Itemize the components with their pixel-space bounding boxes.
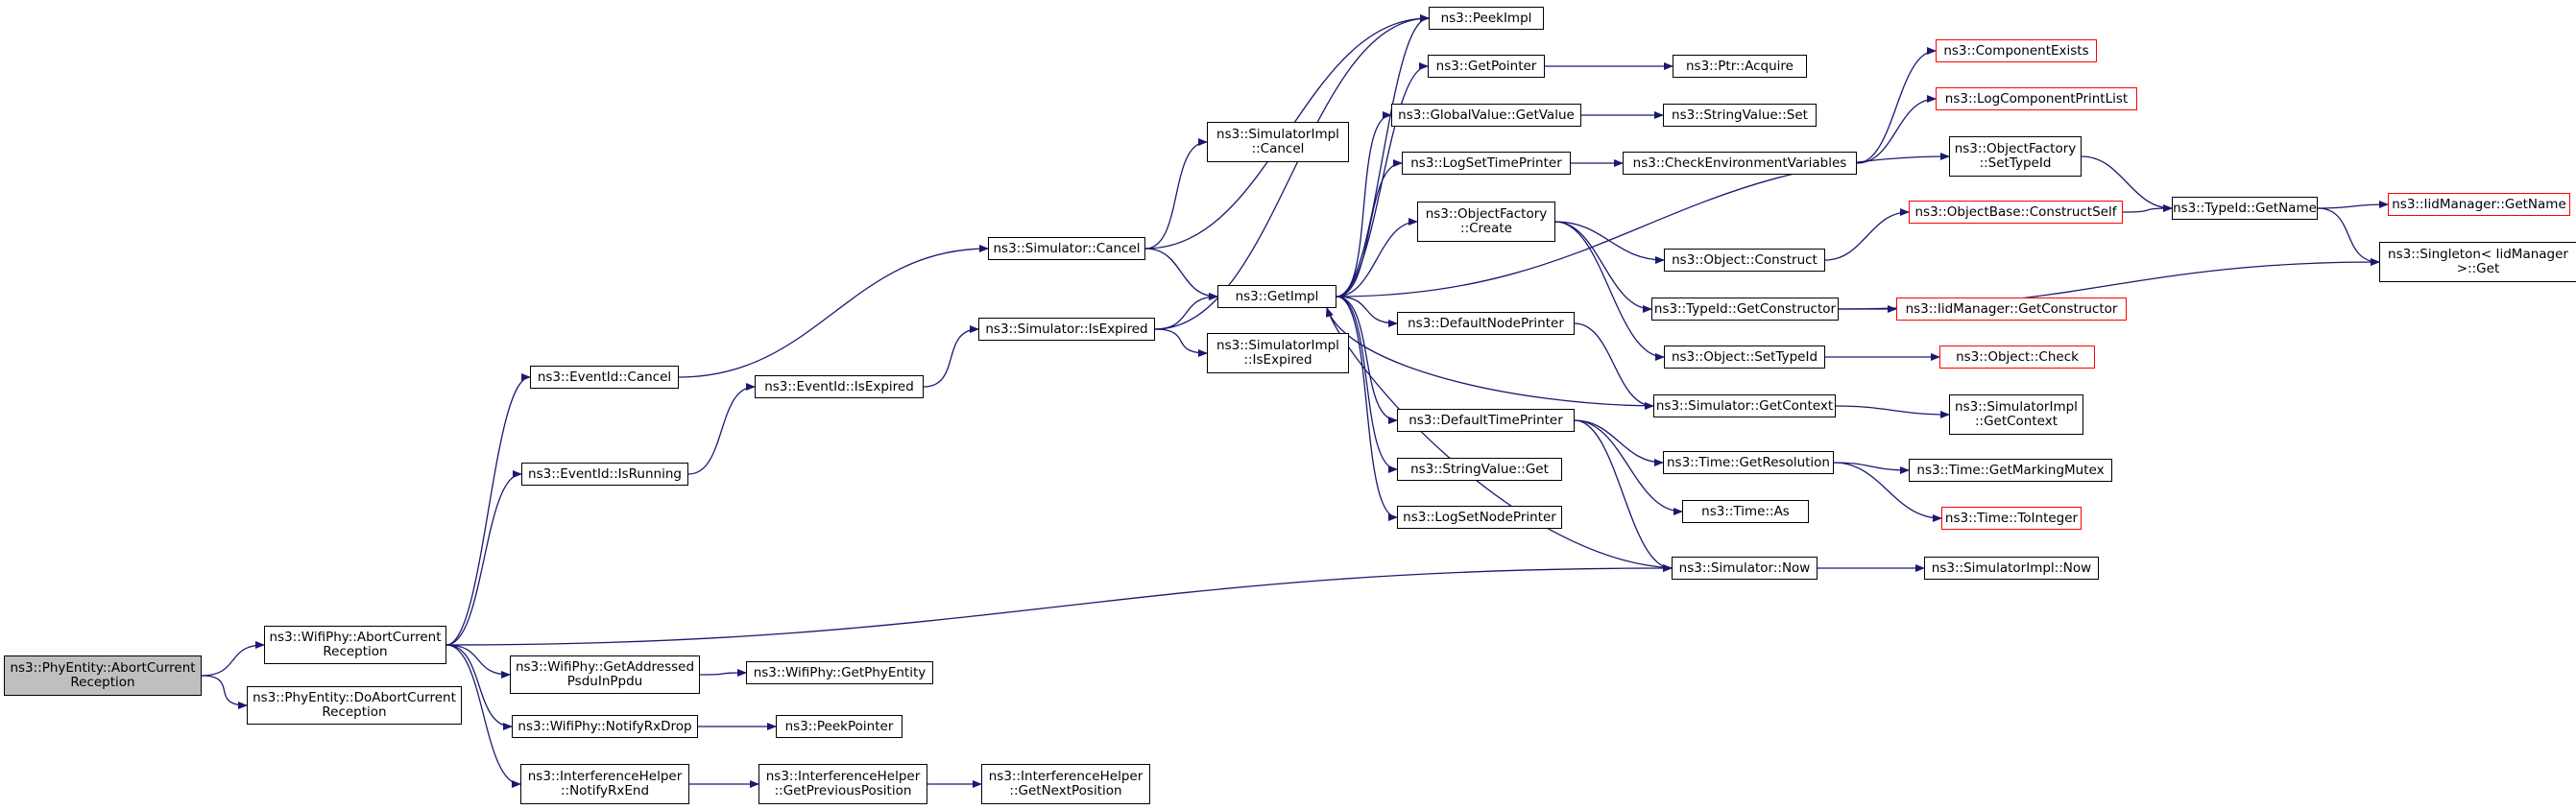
node-get-impl[interactable]: ns3::GetImpl: [1217, 285, 1336, 308]
node-obj-construct[interactable]: ns3::Object::Construct: [1664, 249, 1825, 272]
node-phy-doabort[interactable]: ns3::PhyEntity::DoAbortCurrent Reception: [247, 686, 462, 725]
edge-get-impl-to-log-time: [1336, 159, 1403, 298]
edge-sim-cancel-to-get-impl: [1144, 248, 1218, 300]
edge-sim-cancel-to-simimpl-cancel: [1144, 138, 1208, 250]
node-sim-now[interactable]: ns3::Simulator::Now: [1672, 557, 1818, 580]
node-evt-running[interactable]: ns3::EventId::IsRunning: [521, 463, 688, 486]
edge-get-addressed-to-get-phyentity: [699, 669, 747, 678]
edge-root-to-wifi-abort: [201, 641, 265, 677]
node-sim-getcontext[interactable]: ns3::Simulator::GetContext: [1653, 394, 1836, 417]
node-check-env[interactable]: ns3::CheckEnvironmentVariables: [1623, 152, 1857, 175]
edge-check-env-to-comp-exists: [1856, 47, 1937, 164]
edge-evt-cancel-to-sim-cancel: [678, 245, 989, 378]
node-peek-pointer[interactable]: ns3::PeekPointer: [776, 715, 903, 738]
edge-time-getres-to-time-mutex: [1833, 462, 1910, 474]
node-ob-construct-self[interactable]: ns3::ObjectBase::ConstructSelf: [1909, 201, 2123, 224]
node-get-phyentity[interactable]: ns3::WifiPhy::GetPhyEntity: [746, 661, 933, 684]
edge-default-node-to-sim-getcontext: [1574, 322, 1654, 410]
node-iid-getname[interactable]: ns3::IidManager::GetName: [2388, 193, 2570, 216]
edge-default-time-to-sim-now: [1574, 419, 1673, 572]
edge-check-env-to-log-print: [1856, 95, 1937, 164]
node-ih-prev[interactable]: ns3::InterferenceHelper ::GetPreviousPos…: [758, 764, 927, 804]
node-ih-next[interactable]: ns3::InterferenceHelper ::GetNextPositio…: [981, 764, 1150, 804]
edge-wifi-abort-to-evt-cancel: [445, 373, 531, 646]
edge-get-impl-to-default-time: [1336, 296, 1398, 424]
node-iid-getctor[interactable]: ns3::IidManager::GetConstructor: [1896, 298, 2127, 321]
node-log-node[interactable]: ns3::LogSetNodePrinter: [1397, 506, 1562, 529]
node-peek-impl[interactable]: ns3::PeekImpl: [1429, 7, 1544, 30]
edge-get-impl-to-objfactory-create: [1336, 218, 1418, 298]
edge-get-impl-to-log-node: [1336, 296, 1398, 521]
node-default-time[interactable]: ns3::DefaultTimePrinter: [1397, 409, 1575, 432]
edge-sim-expired-to-simimpl-expired: [1154, 328, 1208, 357]
edge-evt-running-to-evt-expired: [687, 383, 756, 475]
edge-objfactory-create-to-obj-construct: [1554, 221, 1665, 264]
node-log-print[interactable]: ns3::LogComponentPrintList: [1936, 87, 2137, 110]
node-obj-check[interactable]: ns3::Object::Check: [1939, 345, 2095, 369]
node-time-getres[interactable]: ns3::Time::GetResolution: [1663, 451, 1834, 474]
node-of-settypeid[interactable]: ns3::ObjectFactory ::SetTypeId: [1949, 136, 2082, 177]
node-comp-exists[interactable]: ns3::ComponentExists: [1936, 39, 2097, 62]
edge-sim-expired-to-get-impl: [1154, 293, 1218, 330]
node-time-toint[interactable]: ns3::Time::ToInteger: [1941, 507, 2082, 530]
node-strval-set[interactable]: ns3::StringValue::Set: [1663, 104, 1817, 127]
node-default-node[interactable]: ns3::DefaultNodePrinter: [1397, 312, 1575, 335]
node-evt-cancel[interactable]: ns3::EventId::Cancel: [530, 366, 679, 389]
node-objfactory-create[interactable]: ns3::ObjectFactory ::Create: [1417, 202, 1555, 242]
edge-sim-expired-to-peek-impl: [1154, 14, 1430, 330]
node-obj-settypeid[interactable]: ns3::Object::SetTypeId: [1664, 345, 1825, 369]
edge-time-getres-to-time-toint: [1833, 462, 1942, 522]
edge-wifi-abort-to-ih-notify: [445, 644, 521, 788]
node-notify-drop[interactable]: ns3::WifiPhy::NotifyRxDrop: [512, 715, 698, 738]
edge-typeid-getname-to-singleton-get: [2317, 207, 2380, 266]
node-evt-expired[interactable]: ns3::EventId::IsExpired: [755, 375, 924, 398]
edge-sim-getcontext-to-simimpl-getcontext: [1835, 405, 1950, 418]
node-root: ns3::PhyEntity::AbortCurrent Reception: [4, 655, 202, 696]
edge-wifi-abort-to-notify-drop: [445, 644, 513, 730]
edge-default-time-to-time-as: [1574, 419, 1683, 515]
edge-typeid-getname-to-iid-getname: [2317, 201, 2389, 209]
node-gv-getvalue[interactable]: ns3::GlobalValue::GetValue: [1391, 104, 1581, 127]
node-typeid-getname[interactable]: ns3::TypeId::GetName: [2172, 197, 2318, 220]
edge-wifi-abort-to-evt-running: [445, 470, 522, 646]
edge-get-impl-to-strval-get: [1336, 296, 1398, 473]
node-get-addressed[interactable]: ns3::WifiPhy::GetAddressed PsduInPpdu: [510, 655, 700, 694]
node-sim-cancel[interactable]: ns3::Simulator::Cancel: [988, 237, 1145, 260]
edge-obj-construct-to-ob-construct-self: [1824, 208, 1910, 261]
edge-evt-expired-to-sim-expired: [923, 325, 979, 388]
node-ptr-acquire[interactable]: ns3::Ptr::Acquire: [1673, 55, 1807, 78]
edge-ob-construct-self-to-typeid-getname: [2122, 204, 2173, 213]
node-strval-get[interactable]: ns3::StringValue::Get: [1397, 458, 1562, 481]
node-simimpl-expired[interactable]: ns3::SimulatorImpl ::IsExpired: [1207, 333, 1349, 373]
node-typeid-getctor[interactable]: ns3::TypeId::GetConstructor: [1651, 298, 1839, 321]
edge-sim-getcontext-to-get-impl: [1326, 307, 1664, 407]
node-sim-expired[interactable]: ns3::Simulator::IsExpired: [978, 318, 1155, 341]
node-time-mutex[interactable]: ns3::Time::GetMarkingMutex: [1909, 459, 2112, 482]
edge-objfactory-create-to-obj-settypeid: [1554, 221, 1665, 361]
edge-root-to-phy-doabort: [201, 675, 248, 709]
node-time-as[interactable]: ns3::Time::As: [1682, 500, 1809, 523]
edge-of-settypeid-to-typeid-getname: [2081, 155, 2173, 212]
node-simimpl-now[interactable]: ns3::SimulatorImpl::Now: [1924, 557, 2099, 580]
node-ih-notify[interactable]: ns3::InterferenceHelper ::NotifyRxEnd: [520, 764, 689, 804]
edge-wifi-abort-to-sim-now: [445, 564, 1673, 646]
node-singleton-get[interactable]: ns3::Singleton< IidManager >::Get: [2379, 242, 2576, 282]
node-get-pointer[interactable]: ns3::GetPointer: [1428, 55, 1545, 78]
edge-get-impl-to-gv-getvalue: [1336, 111, 1392, 298]
node-wifi-abort[interactable]: ns3::WifiPhy::AbortCurrent Reception: [264, 626, 446, 664]
edge-wifi-abort-to-get-addressed: [445, 644, 511, 679]
edge-default-time-to-time-getres: [1574, 419, 1664, 466]
node-simimpl-getcontext[interactable]: ns3::SimulatorImpl ::GetContext: [1949, 394, 2083, 435]
node-simimpl-cancel[interactable]: ns3::SimulatorImpl ::Cancel: [1207, 122, 1349, 162]
edge-get-impl-to-default-node: [1336, 296, 1398, 327]
edge-objfactory-create-to-typeid-getctor: [1554, 221, 1652, 313]
node-log-time[interactable]: ns3::LogSetTimePrinter: [1402, 152, 1571, 175]
edge-sim-now-to-get-impl: [1326, 307, 1682, 569]
